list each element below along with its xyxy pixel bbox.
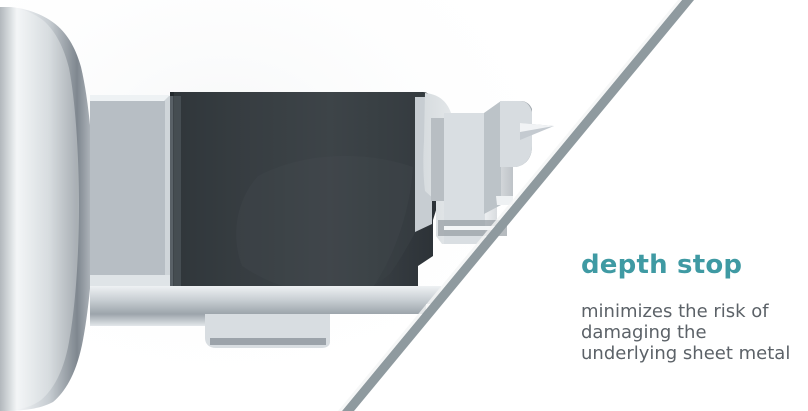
caption-title: depth stop: [581, 250, 743, 280]
caption: depth stop minimizes the risk of damagin…: [581, 249, 801, 364]
caption-body: minimizes the risk of damaging the under…: [581, 301, 791, 364]
